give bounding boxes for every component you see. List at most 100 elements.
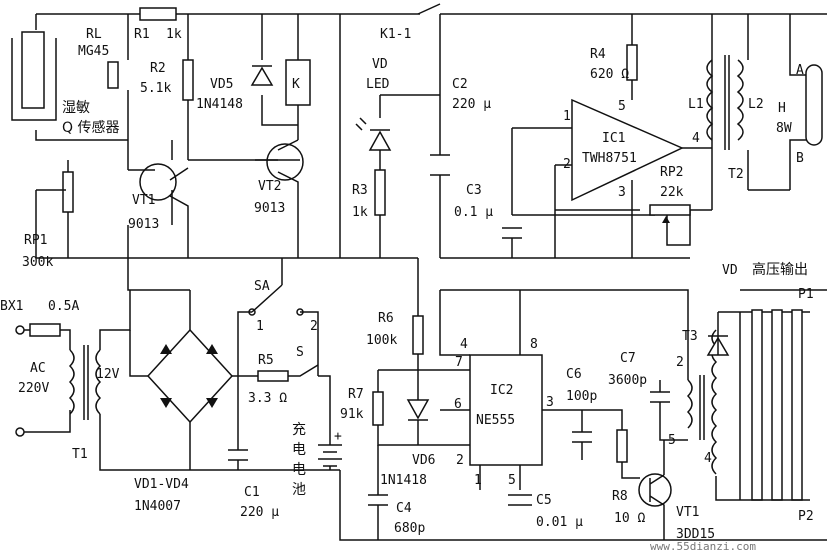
battery-char-4: 池 [292, 482, 306, 498]
rl-photoresistor [107, 61, 119, 89]
sa-pin1: 1 [256, 319, 264, 334]
t2-transformer [706, 55, 823, 150]
c7-value: 3600p [608, 373, 647, 388]
fuse-bx1 [29, 323, 61, 337]
ne555-chip [469, 354, 543, 466]
p1-label: P1 [798, 287, 814, 302]
relay-section [139, 3, 441, 201]
sensor-label-2: Q 传感器 [62, 119, 119, 136]
ic2-pin3: 3 [546, 395, 554, 410]
ic2-pin7: 7 [455, 355, 463, 370]
r4-label: R4 [590, 47, 606, 62]
power-section [15, 258, 342, 471]
lamp-h [805, 64, 823, 146]
c4-label: C4 [396, 501, 412, 516]
c1-value: 220 μ [240, 505, 279, 520]
vd6-model: 1N1418 [380, 473, 427, 488]
c7-label: C7 [620, 351, 636, 366]
ic2-pin2: 2 [456, 453, 464, 468]
r5-value: 3.3 Ω [248, 391, 287, 406]
fuse-value: 0.5A [48, 299, 79, 314]
c5-value: 0.01 μ [536, 515, 583, 530]
r1-value: 1k [166, 27, 182, 42]
t3-pin2: 2 [676, 355, 684, 370]
ic1-pin5: 5 [618, 99, 626, 114]
bx1-label: BX1 [0, 299, 23, 314]
sa-pin2: 2 [310, 319, 318, 334]
hv-output [706, 289, 827, 501]
ic1-pin3: 3 [618, 185, 626, 200]
r8-resistor [616, 429, 628, 463]
led-label: LED [366, 77, 390, 92]
ac-voltage: 220V [18, 381, 49, 396]
h-power: 8W [776, 121, 792, 136]
l2-label: L2 [748, 97, 764, 112]
t2-label: T2 [728, 167, 744, 182]
battery-char-2: 电 [292, 442, 306, 458]
rl-label: RL [86, 27, 102, 42]
s-label: S [296, 345, 304, 360]
rl-model: MG45 [78, 44, 109, 59]
battery-plus: + [334, 429, 342, 444]
lamp-a: A [796, 63, 804, 78]
t3-pin4: 4 [704, 451, 712, 466]
c3-value: 0.1 μ [454, 205, 493, 220]
c3-label: C3 [466, 183, 482, 198]
labels: RL MG45 R1 1k R2 5.1k 湿敏 Q 传感器 RP1 300k … [0, 27, 814, 553]
lamp-b: B [796, 151, 804, 166]
ic1-amplifier [571, 44, 691, 223]
led-section [355, 117, 522, 239]
r1-resistor [139, 7, 177, 21]
r5-label: R5 [258, 353, 274, 368]
ic2-pin1: 1 [474, 473, 482, 488]
k-label: K [292, 77, 300, 92]
r6-value: 100k [366, 333, 397, 348]
ac-label: AC [30, 361, 46, 376]
r2-resistor [182, 59, 194, 101]
rp2-potentiometer [649, 204, 691, 216]
rp2-label: RP2 [660, 165, 683, 180]
r7-resistor [372, 391, 384, 426]
t1-label: T1 [72, 447, 88, 462]
vd6-label: VD6 [412, 453, 435, 468]
k1-label: K1-1 [380, 27, 411, 42]
ic2-pin4: 4 [460, 337, 468, 352]
bridge-label: VD1-VD4 [134, 477, 189, 492]
c5-label: C5 [536, 493, 552, 508]
r7-value: 91k [340, 407, 364, 422]
r3-value: 1k [352, 205, 368, 220]
sa-label: SA [254, 279, 270, 294]
ic1-label: IC1 [602, 131, 625, 146]
rp2-value: 22k [660, 185, 684, 200]
r8-value: 10 Ω [614, 511, 645, 526]
relay-coil-k [285, 59, 311, 106]
sec-voltage: 12V [96, 367, 120, 382]
p2-label: P2 [798, 509, 814, 524]
c2-value: 220 μ [452, 97, 491, 112]
c6-value: 100p [566, 389, 597, 404]
ic2-pin6: 6 [454, 397, 462, 412]
vd5-model: 1N4148 [196, 97, 243, 112]
wires [35, 13, 827, 330]
ic2-pin8: 8 [530, 337, 538, 352]
r2-value: 5.1k [140, 81, 171, 96]
vt2-label: VT2 [258, 179, 281, 194]
c6-label: C6 [566, 367, 582, 382]
sensor-label-1: 湿敏 [62, 100, 90, 116]
c1-label: C1 [244, 485, 260, 500]
bridge-model: 1N4007 [134, 499, 181, 514]
vd5-label: VD5 [210, 77, 233, 92]
rp1-value: 300k [22, 255, 53, 270]
battery-char-1: 充 [292, 422, 306, 438]
r6-resistor [412, 315, 424, 355]
vt2-model: 9013 [254, 201, 285, 216]
r7-label: R7 [348, 387, 364, 402]
ic1-pin2: 2 [563, 157, 571, 172]
ic2-model: NE555 [476, 413, 515, 428]
ic2-pin5: 5 [508, 473, 516, 488]
rp1-potentiometer [62, 171, 74, 213]
c2-label: C2 [452, 77, 468, 92]
r3-label: R3 [352, 183, 368, 198]
ic1-pin4: 4 [692, 131, 700, 146]
